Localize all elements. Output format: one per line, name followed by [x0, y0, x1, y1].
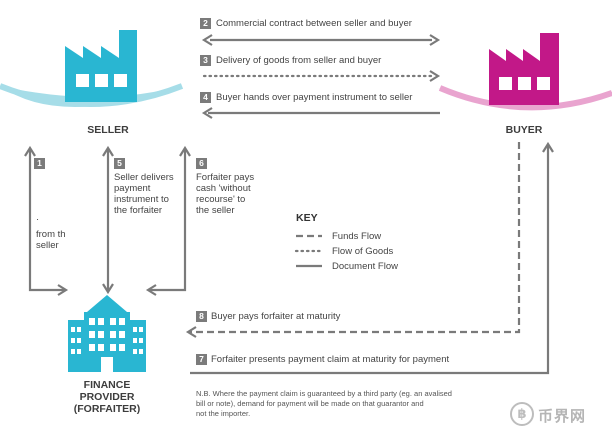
step-5-text-line-1: Seller delivers — [114, 172, 174, 183]
step-8-text: Buyer pays forfaiter at maturity — [211, 311, 341, 322]
step-2-badge: 2 — [200, 18, 211, 29]
key-document-label: Document Flow — [332, 261, 398, 272]
footnote-line-2: bill or note), demand for payment will b… — [196, 399, 424, 408]
step-1-text-line-2: from th — [36, 229, 66, 240]
seller-label: SELLER — [87, 124, 129, 136]
forfaiter-label-line-1: FINANCE — [83, 379, 131, 391]
step-7-badge: 7 — [196, 354, 207, 365]
arrow-3-goods — [202, 70, 441, 82]
buyer-factory-icon — [489, 33, 559, 105]
key-funds-label: Funds Flow — [332, 231, 382, 242]
key-legend-lines — [294, 234, 324, 268]
footnote-line-3: not the importer. — [196, 409, 251, 418]
step-5-text-line-3: instrument to — [114, 194, 169, 205]
step-1-text-line-1: · — [36, 214, 40, 225]
step-1-text-line-3: seller — [36, 240, 59, 251]
arrow-6-funds — [145, 145, 191, 296]
key-goods-label: Flow of Goods — [332, 246, 394, 257]
watermark-logo-icon: ฿ — [510, 402, 534, 426]
step-1-text: · from th seller — [36, 214, 66, 251]
arrow-1 — [24, 145, 69, 296]
forfaiter-label: FINANCE PROVIDER (FORFAITER) — [47, 379, 167, 415]
footnote: N.B. Where the payment claim is guarante… — [196, 389, 496, 419]
arrow-2-document — [201, 34, 441, 46]
step-6-badge: 6 — [196, 158, 207, 169]
step-3-text: Delivery of goods from seller and buyer — [216, 55, 382, 66]
buyer-label: BUYER — [505, 124, 543, 136]
step-6-text-line-4: the seller — [196, 205, 235, 216]
arrow-7-document — [190, 141, 554, 375]
arrow-8-funds — [185, 142, 521, 338]
step-6-text-line-2: cash 'without — [196, 183, 251, 194]
forfaiter-building-icon — [68, 295, 146, 372]
step-4-text: Buyer hands over payment instrument to s… — [216, 92, 413, 103]
step-5-text-line-2: payment — [114, 183, 151, 194]
step-5-text: Seller delivers payment instrument to th… — [114, 172, 174, 216]
watermark-text: 币界网 — [538, 408, 587, 425]
forfaiter-label-line-2: PROVIDER — [79, 391, 135, 403]
forfaiter-label-line-3: (FORFAITER) — [73, 403, 141, 415]
footnote-line-1: N.B. Where the payment claim is guarante… — [196, 389, 452, 398]
step-3-badge: 3 — [200, 55, 211, 66]
arrow-5-document — [102, 145, 114, 295]
step-6-text: Forfaiter pays cash 'without recourse' t… — [196, 172, 254, 216]
step-5-text-line-4: the forfaiter — [114, 205, 163, 216]
step-7-text: Forfaiter presents payment claim at matu… — [211, 354, 450, 365]
step-4-badge: 4 — [200, 92, 211, 103]
key-title: KEY — [296, 212, 318, 224]
step-5-badge: 5 — [114, 158, 125, 169]
step-2-text: Commercial contract between seller and b… — [216, 18, 412, 29]
step-8-badge: 8 — [196, 311, 207, 322]
step-6-text-line-1: Forfaiter pays — [196, 172, 255, 183]
step-1-badge: 1 — [34, 158, 45, 169]
arrow-4-document — [201, 107, 440, 119]
step-6-text-line-3: recourse' to — [196, 194, 246, 205]
seller-factory-icon — [65, 30, 137, 102]
